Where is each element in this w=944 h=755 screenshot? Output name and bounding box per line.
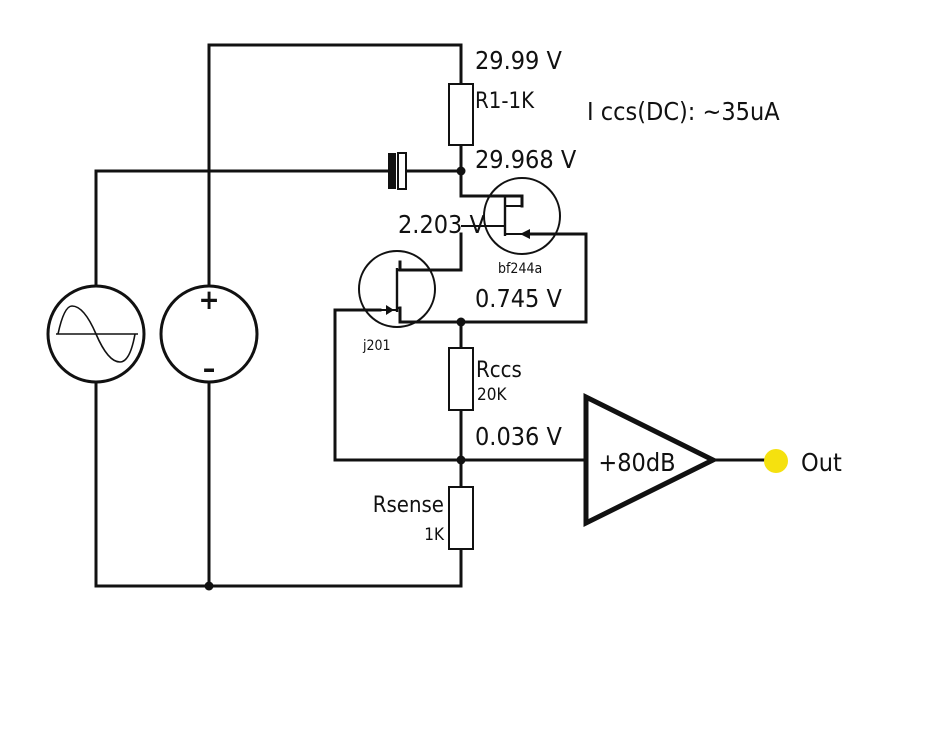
dc-source: + – xyxy=(159,283,259,385)
gate-arrow-icon xyxy=(386,305,394,315)
wire-node-upper-drain xyxy=(459,169,524,208)
rsense-label: Rsense xyxy=(373,493,444,518)
jfet-lower xyxy=(358,250,436,328)
r1-label: R1-1K xyxy=(475,89,535,114)
junction-ground xyxy=(204,581,214,591)
amplifier xyxy=(583,392,719,528)
gate-arrow-icon xyxy=(520,229,530,239)
wire-ground-rail xyxy=(94,379,463,588)
resistor-r1 xyxy=(448,83,474,146)
rccs-value: 20K xyxy=(477,385,507,405)
ac-source xyxy=(46,284,146,384)
rccs-label: Rccs xyxy=(476,358,522,383)
jfet-upper-label: bf244a xyxy=(498,261,542,277)
coupling-capacitor xyxy=(388,152,407,190)
dc-plus-sign: + xyxy=(198,283,219,316)
output-label: Out xyxy=(801,448,842,477)
rsense-value: 1K xyxy=(424,525,445,545)
wire-ac-cap xyxy=(94,169,390,288)
junction-drain xyxy=(456,166,466,176)
junction-sense xyxy=(456,455,466,465)
voltage-gate-label: 2.203 V xyxy=(398,210,486,239)
junction-source xyxy=(456,317,466,327)
wire-lower-source xyxy=(398,306,463,324)
jfet-lower-label: j201 xyxy=(362,338,391,354)
junctions xyxy=(204,166,466,591)
amplifier-gain-label: +80dB xyxy=(598,448,675,477)
voltage-source-label: 0.745 V xyxy=(475,284,563,313)
jfet-upper xyxy=(461,177,561,255)
output-terminal[interactable] xyxy=(764,449,788,473)
voltage-top-label: 29.99 V xyxy=(475,46,563,75)
current-note: I ccs(DC): ~35uA xyxy=(587,97,780,126)
dc-minus-sign: – xyxy=(203,352,216,385)
voltage-drain-label: 29.968 V xyxy=(475,145,577,174)
resistor-rccs xyxy=(448,347,474,411)
resistor-rsense xyxy=(448,486,474,550)
wire-upper-gate-loop xyxy=(459,232,588,324)
sine-wave-icon xyxy=(57,305,136,363)
wiring xyxy=(94,43,778,588)
wire-supply-top xyxy=(207,43,463,288)
wire-lower-gate xyxy=(333,308,463,462)
voltage-sense-label: 0.036 V xyxy=(475,422,563,451)
